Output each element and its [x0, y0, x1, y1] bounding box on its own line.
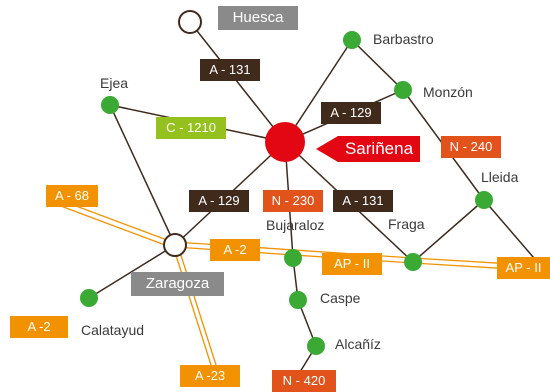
monzon-marker — [394, 81, 412, 99]
road-a131-fraga-badge: A - 131 — [333, 190, 393, 212]
monzon-label: Monzón — [423, 84, 473, 100]
fraga-label: Fraga — [388, 216, 425, 232]
road-lleida-fraga — [412, 199, 485, 263]
huesca-label: Huesca — [218, 6, 298, 30]
fraga-marker — [404, 253, 422, 271]
lleida-marker — [475, 191, 493, 209]
sarinena-tag: Sariñena — [316, 136, 420, 162]
tag-arrow-shape — [316, 136, 420, 162]
calatayud-label: Calatayud — [81, 322, 145, 338]
barbastro-marker — [343, 31, 361, 49]
road-n420-badge: N - 420 — [272, 370, 336, 392]
road-barbastro-monzon — [351, 39, 404, 91]
road-ap2-east-badge: AP - II — [497, 257, 550, 279]
road-sarinena-huesca — [189, 21, 286, 143]
lleida-label: Lleida — [481, 169, 519, 185]
ejea-label: Ejea — [100, 75, 129, 91]
bujaraloz-label: Bujaraloz — [266, 217, 325, 233]
motorway-a68-upper — [59, 199, 176, 244]
road-n240-badge: N - 240 — [441, 136, 501, 158]
alcaniz-marker — [307, 337, 325, 355]
road-n230-badge: N - 230 — [263, 190, 323, 212]
motorway-a23-left — [172, 245, 213, 369]
calatayud-marker — [80, 289, 98, 307]
road-a131-huesca-badge: A - 131 — [200, 59, 260, 81]
road-a129-monzon-badge: A - 129 — [321, 102, 381, 124]
sarinena-marker — [265, 122, 305, 162]
road-sarinena-barbastro — [284, 39, 353, 143]
motorway-a68-lower — [57, 204, 174, 249]
road-a23-badge: A -23 — [180, 365, 240, 387]
road-a129-zaragoza-badge: A - 129 — [189, 190, 249, 212]
caspe-label: Caspe — [320, 290, 361, 306]
road-c1210-badge: C - 1210 — [156, 117, 226, 139]
caspe-marker — [289, 291, 307, 309]
road-ap2-center-badge: AP - II — [322, 253, 382, 275]
bujaraloz-marker — [284, 249, 302, 267]
alcaniz-label: Alcañíz — [335, 336, 381, 352]
road-ejea-zaragoza — [109, 104, 176, 246]
motorway-a23-right — [177, 245, 218, 369]
zaragoza-marker — [163, 233, 187, 257]
barbastro-label: Barbastro — [373, 31, 434, 47]
ejea-marker — [101, 96, 119, 114]
road-a2-west-badge: A -2 — [10, 316, 68, 338]
huesca-marker — [178, 10, 202, 34]
road-a68-badge: A - 68 — [46, 185, 98, 207]
zaragoza-label: Zaragoza — [131, 272, 224, 296]
road-a2-east-badge: A -2 — [210, 239, 260, 261]
road-lleida-east — [483, 199, 541, 266]
road-zaragoza-calatayud — [88, 244, 176, 299]
sarinena-label: Sariñena — [344, 139, 414, 158]
